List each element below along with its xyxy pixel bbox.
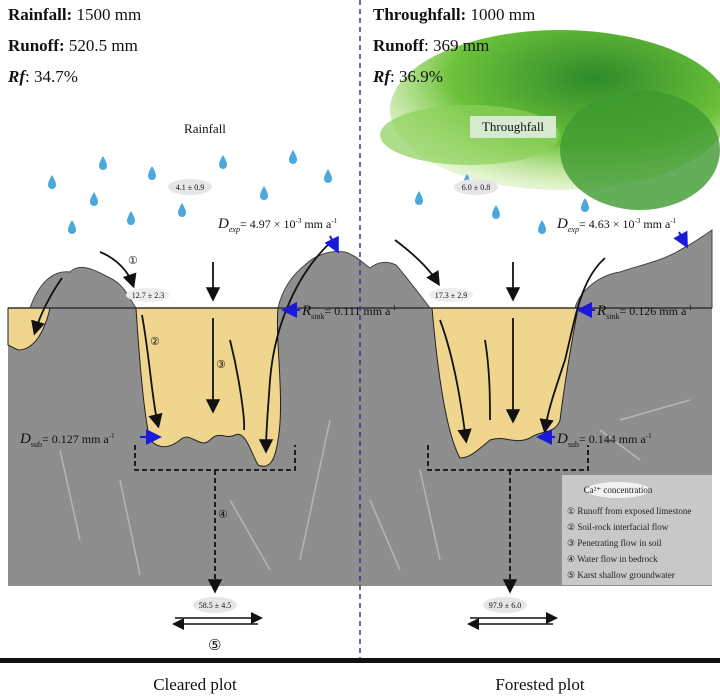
legend: Ca²⁺ concentration ① Runoff from exposed… [562, 475, 712, 585]
conc-rain: 4.1 ± 0.9 [176, 183, 204, 192]
r-sink-label: Rsink= 0.126 mm a-1 [596, 303, 693, 321]
d-sub-label: Dsub= 0.144 mm a-1 [556, 431, 652, 449]
flow-arrows-forested [394, 239, 606, 444]
marker-2: ② [150, 336, 160, 348]
concentration-badges: 4.1 ± 0.9 12.7 ± 2.3 58.5 ± 4.5 6.0 ± 0.… [126, 179, 527, 613]
conc-runoff: 12.7 ± 2.3 [132, 291, 164, 300]
d-sub-label: Dsub= 0.127 mm a-1 [19, 431, 115, 449]
forested-plot-label: Forested plot [495, 675, 585, 694]
d-exp-label: Dexp= 4.97 × 10-3 mm a-1 [217, 216, 338, 234]
limestone-outcrop [574, 229, 713, 309]
marker-3: ③ [216, 359, 226, 371]
bedrock-flow-paths [134, 445, 589, 594]
runoff-coefficient: Rf: 34.7% [7, 67, 78, 86]
rainfall-amount: Rainfall: 1500 mm [8, 5, 141, 24]
conc-groundwater: 58.5 ± 4.5 [199, 601, 231, 610]
conc-throughfall: 6.0 ± 0.8 [462, 183, 490, 192]
cleared-plot-label: Cleared plot [153, 675, 237, 694]
legend-item: ③ Penetrating flow in soil [567, 538, 662, 548]
runoff-coefficient: Rf: 36.9% [372, 67, 443, 86]
ground-bar [0, 658, 720, 663]
bedrock-fractures [59, 399, 691, 576]
marker-1: ① [128, 255, 138, 267]
flux-labels-forested: Dexp= 4.63 × 10-3 mm a-1 Rsink= 0.126 mm… [536, 216, 693, 449]
runoff-amount: Runoff: 520.5 mm [8, 36, 138, 55]
throughfall-sky-label: Throughfall [482, 119, 544, 134]
tree-canopy [380, 30, 720, 210]
rainfall-sky-label: Rainfall [184, 121, 226, 136]
flow-arrows-cleared [31, 239, 334, 454]
legend-item: ① Runoff from exposed limestone [567, 506, 691, 516]
runoff-amount: Runoff: 369 mm [373, 36, 489, 55]
legend-item: ② Soil-rock interfacial flow [567, 522, 669, 532]
legend-title: Ca²⁺ concentration [584, 485, 653, 495]
groundwater-flow-arrows [172, 612, 558, 630]
limestone-outcrop [277, 251, 432, 309]
conc-runoff: 17.3 ± 2.9 [435, 291, 467, 300]
legend-item: ④ Water flow in bedrock [567, 554, 658, 564]
flux-labels-cleared: Dexp= 4.97 × 10-3 mm a-1 Rsink= 0.111 mm… [19, 216, 397, 449]
r-sink-label: Rsink= 0.111 mm a-1 [301, 303, 397, 321]
d-exp-label: Dexp= 4.63 × 10-3 mm a-1 [556, 216, 677, 234]
conc-groundwater: 97.9 ± 6.0 [489, 601, 521, 610]
marker-5: ⑤ [208, 638, 221, 654]
throughfall-label-bg [470, 116, 556, 138]
throughfall-amount: Throughfall: 1000 mm [373, 5, 535, 24]
marker-4: ④ [218, 509, 228, 521]
legend-item: ⑤ Karst shallow groundwater [567, 570, 675, 580]
limestone-outcrop [29, 266, 137, 309]
